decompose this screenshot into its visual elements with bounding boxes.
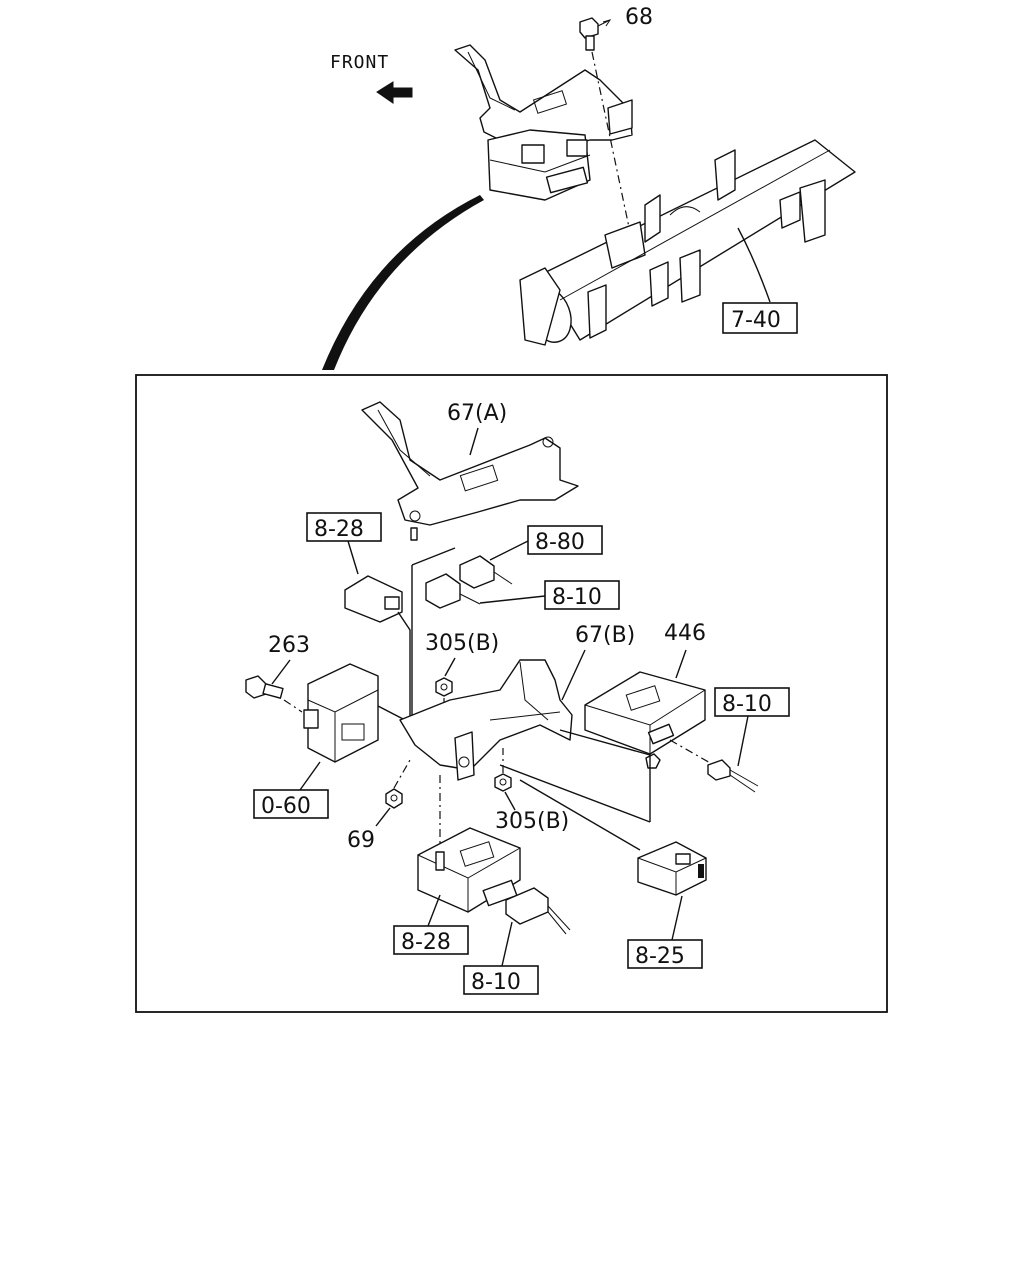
callout-8-10-top-box: [544, 580, 620, 610]
connector-8-10-bottom: [505, 887, 571, 935]
connector-8-10-top: [425, 573, 481, 609]
callout-8-10-right-box: [714, 687, 790, 717]
detail-arrow-arc: [322, 195, 484, 370]
front-label: FRONT: [330, 52, 389, 73]
callout-8-10-right: 8-10: [722, 692, 772, 717]
connector-8-80: [459, 555, 513, 589]
detail-frame: [135, 374, 888, 1013]
cross-car-beam: [519, 139, 856, 346]
callout-69: 69: [347, 828, 375, 853]
bracket-67b: [399, 659, 573, 781]
front-indicator: FRONT: [330, 52, 413, 104]
callout-8-25: 8-25: [635, 944, 685, 969]
callout-8-28-top: 8-28: [314, 517, 364, 542]
callout-68: 68: [625, 5, 653, 30]
callout-8-10-top: 8-10: [552, 585, 602, 610]
nut-305b-bottom: [494, 773, 512, 792]
module-8-25: [637, 841, 707, 896]
callout-8-10-bottom: 8-10: [471, 970, 521, 995]
callout-305b-top: 305(B): [425, 631, 499, 656]
callout-0-60-box: [253, 789, 329, 819]
callout-8-25-box: [627, 939, 703, 969]
bolt-263: [245, 675, 284, 699]
bolt-68: 68: [579, 5, 653, 51]
callout-8-28-bottom-box: [393, 925, 469, 955]
module-446: [584, 671, 706, 755]
front-arrow-icon: [376, 81, 413, 104]
nut-69: [385, 788, 403, 809]
callout-8-28-bottom: 8-28: [401, 930, 451, 955]
callout-446: 446: [664, 621, 706, 646]
callout-8-80: 8-80: [535, 530, 585, 555]
callout-67b: 67(B): [575, 623, 635, 648]
callout-67a: 67(A): [447, 401, 507, 426]
module-0-60: [303, 663, 379, 763]
callout-8-10-bottom-box: [463, 965, 539, 995]
screw-446: [645, 753, 661, 769]
nut-305b-top: [435, 677, 453, 697]
callout-0-60: 0-60: [261, 794, 311, 819]
screw-67a: [410, 527, 418, 541]
callout-7-40: 7-40: [731, 308, 781, 333]
relay-8-28-top: [344, 575, 403, 623]
relay-8-28-bottom: [417, 827, 521, 913]
callout-8-28-top-box: [306, 512, 382, 542]
callout-7-40-box: [722, 302, 798, 334]
callout-8-80-box: [527, 525, 603, 555]
callout-263: 263: [268, 633, 310, 658]
connector-8-10-right: [707, 759, 759, 793]
bracket-67a: [361, 401, 579, 526]
callout-305b-bottom: 305(B): [495, 809, 569, 834]
top-bracket-assembly: [454, 44, 633, 201]
